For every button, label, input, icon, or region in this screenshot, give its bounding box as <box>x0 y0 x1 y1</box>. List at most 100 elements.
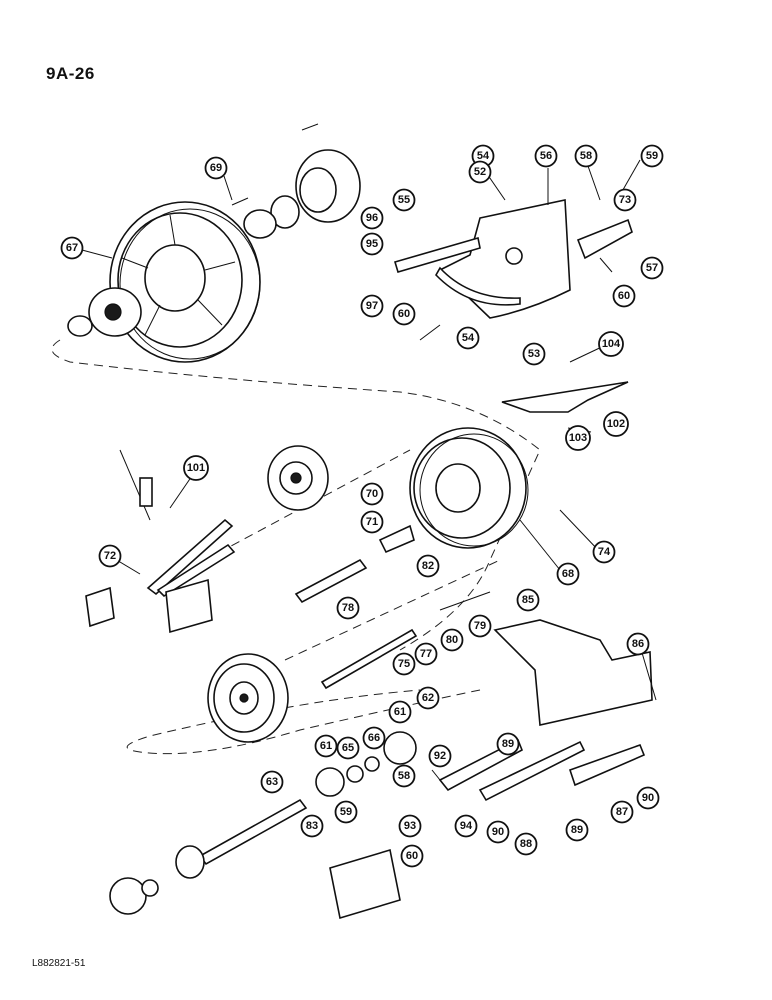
mount-plate-left <box>85 578 213 634</box>
pulley-lower <box>207 653 289 743</box>
callout-circle <box>336 736 360 760</box>
callout-72: 72 <box>98 544 122 568</box>
callout-number: 95 <box>366 238 378 250</box>
callout-circle <box>516 588 540 612</box>
callout-circle <box>334 800 358 824</box>
large-sheave-68 <box>409 427 529 549</box>
dashed-belt-line <box>204 449 501 661</box>
shield-upper <box>435 199 571 319</box>
callout-number: 60 <box>406 850 418 862</box>
callout-number: 85 <box>522 594 534 606</box>
callout-number: 82 <box>422 560 434 572</box>
callout-number: 72 <box>104 550 116 562</box>
callout-circle <box>468 614 492 638</box>
callout-number: 97 <box>366 300 378 312</box>
callout-65: 65 <box>336 736 360 760</box>
callout-90: 90 <box>636 786 660 810</box>
callout-61: 61 <box>314 734 338 758</box>
callout-number: 56 <box>540 150 552 162</box>
shaft-hub-assembly-top <box>231 123 361 239</box>
callout-60: 60 <box>612 284 636 308</box>
callout-103: 103 <box>565 425 591 451</box>
callout-80: 80 <box>440 628 464 652</box>
callout-97: 97 <box>360 294 384 318</box>
callout-number: 73 <box>619 194 631 206</box>
shield-83 <box>329 848 401 920</box>
footer-code: L882821-51 <box>32 958 86 969</box>
callout-102: 102 <box>603 411 629 437</box>
callout-59: 59 <box>334 800 358 824</box>
callout-75: 75 <box>392 652 416 676</box>
callout-circle <box>603 411 629 437</box>
hub-flange-top <box>67 287 142 337</box>
callout-number: 61 <box>394 706 406 718</box>
callout-circle <box>360 510 384 534</box>
callout-circle <box>496 732 520 756</box>
callout-number: 67 <box>66 242 78 254</box>
callout-circle <box>360 232 384 256</box>
callout-85: 85 <box>516 588 540 612</box>
callout-circle <box>565 818 589 842</box>
callout-90: 90 <box>486 820 510 844</box>
callout-number: 80 <box>446 634 458 646</box>
callout-circle <box>388 700 412 724</box>
callout-number: 63 <box>266 776 278 788</box>
callout-number: 61 <box>320 740 332 752</box>
plate-102 <box>501 381 629 413</box>
callout-circle <box>514 832 538 856</box>
callout-69: 69 <box>204 156 228 180</box>
callout-circle <box>360 482 384 506</box>
callout-circle <box>592 540 616 564</box>
callout-circle <box>416 554 440 578</box>
callout-number: 59 <box>340 806 352 818</box>
callout-54: 54 <box>456 326 480 350</box>
callout-circle <box>300 814 324 838</box>
callout-circle <box>454 814 478 838</box>
callout-circle <box>398 814 422 838</box>
callout-number: 103 <box>569 432 587 444</box>
callout-89: 89 <box>496 732 520 756</box>
callout-number: 88 <box>520 838 532 850</box>
sheave-large-top <box>109 201 261 363</box>
callout-number: 83 <box>306 820 318 832</box>
callout-circle <box>468 160 492 184</box>
callout-circle <box>613 188 637 212</box>
callout-57: 57 <box>640 256 664 280</box>
callout-circle <box>392 188 416 212</box>
callout-96: 96 <box>360 206 384 230</box>
callout-number: 60 <box>618 290 630 302</box>
callout-number: 59 <box>646 150 658 162</box>
callout-92: 92 <box>428 744 452 768</box>
callout-94: 94 <box>454 814 478 838</box>
callout-number: 54 <box>462 332 475 344</box>
callout-circle <box>636 786 660 810</box>
callout-number: 77 <box>420 648 432 660</box>
callout-number: 66 <box>368 732 380 744</box>
dashed-outline-upper <box>51 339 541 651</box>
tensioner-arm <box>119 449 236 598</box>
page-code: 9A-26 <box>46 64 95 83</box>
callout-circle <box>416 686 440 710</box>
callout-circle <box>598 331 624 357</box>
callout-circle <box>183 455 209 481</box>
callout-circle <box>392 652 416 676</box>
callout-circle <box>360 206 384 230</box>
shield-85 <box>493 619 653 726</box>
callout-58: 58 <box>574 144 598 168</box>
callout-53: 53 <box>522 342 546 366</box>
callout-number: 53 <box>528 348 540 360</box>
callout-number: 90 <box>642 792 654 804</box>
callout-circle <box>400 844 424 868</box>
callout-circle <box>314 734 338 758</box>
callout-number: 60 <box>398 308 410 320</box>
callout-number: 71 <box>366 516 378 528</box>
callout-circle <box>640 144 664 168</box>
callout-circle <box>362 726 386 750</box>
callout-61: 61 <box>388 700 412 724</box>
callout-circle <box>610 800 634 824</box>
callout-circle <box>522 342 546 366</box>
callout-number: 70 <box>366 488 378 500</box>
callout-circle <box>60 236 84 260</box>
